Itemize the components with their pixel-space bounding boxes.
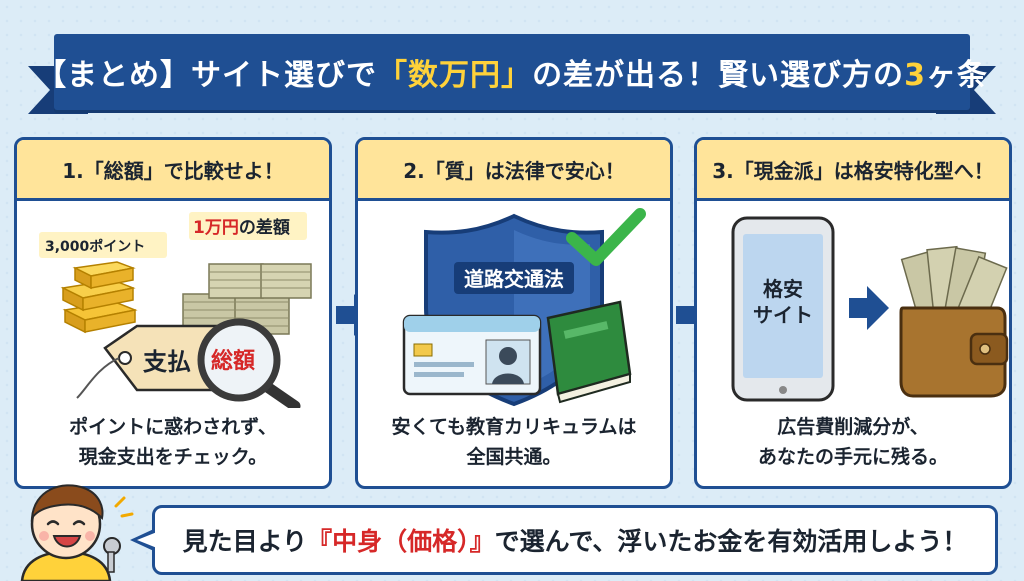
- tag-label: 支払: [143, 348, 191, 376]
- phone-label-line-2: サイト: [753, 303, 813, 327]
- diff-suffix: の差額: [239, 217, 290, 238]
- points-label: 3,000ポイント: [45, 238, 145, 255]
- summary-highlight: 『中身（価格）』: [307, 527, 495, 556]
- savings-illustration: 格安 サイト: [731, 216, 1009, 402]
- tip-card-3: 3.「現金派」は格安特化型へ！ 格安 サイト 広告費削減分が、 あなたの手元に残…: [694, 137, 1012, 489]
- title-banner: 【まとめ】サイト選びで「数万円」の差が出る！賢い選び方の3ヶ条: [28, 24, 996, 116]
- summary-pre: 見た目より: [182, 527, 308, 556]
- wallet-icon: [899, 245, 1009, 398]
- tip-card-1: 1.「総額」で比較せよ！ 3,000ポイント 1万円の差額: [14, 137, 332, 489]
- caption-line-2: 全国共通。: [466, 446, 562, 468]
- title-highlight: 「数万円」: [377, 58, 533, 93]
- card-heading: 2.「質」は法律で安心！: [358, 140, 670, 201]
- diff-amount: 1万円: [193, 218, 239, 238]
- license-card-icon: [402, 314, 542, 396]
- title-number: 3: [904, 58, 926, 93]
- diff-label: 1万円の差額: [193, 217, 290, 238]
- caption-line-1: 安くても教育カリキュラムは: [391, 416, 637, 438]
- checkmark-icon: [566, 208, 646, 266]
- caption-line-2: 現金支出をチェック。: [78, 446, 268, 468]
- summary-message: 見た目より『中身（価格）』で選んで、浮いたお金を有効活用しよう！: [152, 505, 998, 575]
- arrow-right-icon: [849, 286, 889, 330]
- banner-body: 【まとめ】サイト選びで「数万円」の差が出る！賢い選び方の3ヶ条: [36, 34, 987, 110]
- caption-line-1: 広告費削減分が、: [777, 416, 929, 438]
- summary-post: で選んで、浮いたお金を有効活用しよう！: [494, 527, 968, 556]
- law-shield-illustration: 道路交通法: [402, 208, 646, 407]
- caption-line-2: あなたの手元に残る。: [757, 446, 948, 468]
- title-pre: 【まとめ】サイト選びで: [36, 58, 378, 93]
- card-caption: 安くても教育カリキュラムは 全国共通。: [358, 412, 670, 472]
- magnified-total-label: 総額: [211, 348, 255, 374]
- shield-label: 道路交通法: [464, 267, 564, 291]
- money-comparison-illustration: 3,000ポイント 1万円の差額: [39, 212, 312, 408]
- page-title: 【まとめ】サイト選びで「数万円」の差が出る！賢い選び方の3ヶ条: [36, 50, 988, 94]
- title-suffix: ヶ条: [925, 58, 988, 93]
- card-caption: 広告費削減分が、 あなたの手元に残る。: [697, 412, 1009, 472]
- magnifier-icon: 総額: [197, 318, 301, 408]
- smiling-kid-mascot-icon: [20, 484, 134, 581]
- card-caption: ポイントに惑わされず、 現金支出をチェック。: [17, 412, 329, 472]
- key-icon: [103, 537, 121, 573]
- card-heading: 1.「総額」で比較せよ！: [17, 140, 329, 201]
- card-heading: 3.「現金派」は格安特化型へ！: [697, 140, 1009, 201]
- caption-line-1: ポイントに惑わされず、: [69, 416, 277, 438]
- phone-label-line-1: 格安: [763, 277, 803, 301]
- smartphone-icon: 格安 サイト: [731, 216, 835, 402]
- tip-card-2: 2.「質」は法律で安心！ 道路交通法 安くても教育カリキュラムは 全国共通。: [355, 137, 673, 489]
- textbook-icon: [546, 300, 632, 404]
- title-post: の差が出る！賢い選び方の: [532, 58, 905, 93]
- gold-bars-icon: [60, 261, 138, 334]
